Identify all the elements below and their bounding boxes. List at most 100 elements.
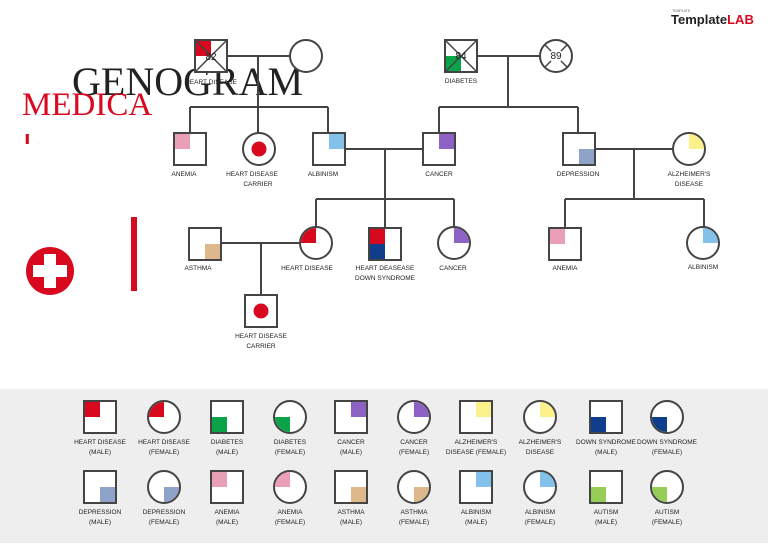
- legend-label: (MALE): [216, 449, 238, 456]
- svg-text:CARRIER: CARRIER: [246, 343, 276, 350]
- title-medical: MEDICA: [22, 87, 152, 123]
- svg-text:ALZHEIMER'S: ALZHEIMER'S: [668, 171, 711, 178]
- age-89: 89: [550, 51, 562, 62]
- legend-label: (FEMALE): [652, 519, 682, 526]
- legend-label: (FEMALE): [275, 449, 305, 456]
- age-84: 84: [455, 51, 467, 62]
- legend-item-11: DEPRESSION (MALE): [79, 470, 122, 526]
- member-heart-disease-1: HEART DISEASE: [281, 226, 334, 272]
- svg-text:CANCER: CANCER: [425, 171, 453, 178]
- grandmother-1: [289, 39, 323, 73]
- svg-text:ALBINISM: ALBINISM: [688, 264, 718, 271]
- legend-label: ALBINISM: [461, 509, 491, 516]
- legend-label: DISEASE (FEMALE): [446, 449, 506, 456]
- legend-item-9: DOWN SYNDROME (MALE): [576, 400, 637, 456]
- legend-label: DOWN SYNDROME: [637, 439, 698, 446]
- legend-item-13: ANEMIA(MALE): [210, 470, 244, 526]
- legend-item-17: ALBINISM (MALE): [459, 470, 493, 526]
- svg-text:CARRIER: CARRIER: [243, 181, 273, 188]
- legend-label: (FEMALE): [149, 449, 179, 456]
- age-82: 82: [205, 52, 217, 63]
- svg-text:CANCER: CANCER: [439, 265, 467, 272]
- member-anemia-1: ANEMIA: [172, 132, 207, 178]
- legend-item-1: HEART DISEASE (MALE): [74, 400, 127, 456]
- label-diabetes-gp: DIABETES: [445, 78, 478, 85]
- grandfather-heart-disease: 82 HEART DISEASE: [185, 39, 238, 86]
- legend-item-10: DOWN SYNDROME(FEMALE): [637, 400, 698, 456]
- brand-logo: TEMPLATE TemplateLAB: [671, 9, 754, 27]
- legend-label: (FEMALE): [275, 519, 305, 526]
- legend-label: (FEMALE): [399, 449, 429, 456]
- legend-item-16: ASTHMA(FEMALE): [397, 470, 431, 526]
- member-heart-disease-carrier-2: HEART DISEASE CARRIER: [235, 294, 288, 350]
- accent-bar: [131, 217, 137, 291]
- legend-label: (MALE): [595, 449, 617, 456]
- legend-label: ASTHMA: [400, 509, 428, 516]
- legend-label: (MALE): [340, 519, 362, 526]
- legend-label: HEART DISEASE: [74, 439, 126, 446]
- member-depression-1: DEPRESSION: [557, 132, 600, 178]
- legend-label: (MALE): [216, 519, 238, 526]
- legend-label: (MALE): [465, 519, 487, 526]
- member-heart-disease-down-syndrome: HEART DEASEASE DOWN SYNDROME: [355, 227, 416, 282]
- legend-label: (FEMALE): [149, 519, 179, 526]
- legend-label: DIABETES: [274, 439, 307, 446]
- title-overflow: L: [22, 122, 42, 158]
- legend-label: ANEMIA: [278, 509, 304, 516]
- medical-cross-icon: [26, 247, 74, 295]
- legend-item-5: CANCER (MALE): [334, 400, 368, 456]
- legend-item-14: ANEMIA (FEMALE): [273, 470, 307, 526]
- svg-text:DOWN SYNDROME: DOWN SYNDROME: [355, 275, 416, 282]
- legend-item-15: ASTHMA(MALE): [334, 470, 368, 526]
- svg-text:ASTHMA: ASTHMA: [184, 265, 212, 272]
- svg-text:HEART DISEASE: HEART DISEASE: [281, 265, 333, 272]
- label-heart-disease-gp: HEART DISEASE: [185, 79, 237, 86]
- legend-item-6: CANCER (FEMALE): [397, 400, 431, 456]
- svg-text:HEART DEASEASE: HEART DEASEASE: [356, 265, 415, 272]
- member-albinism-1: ALBINISM: [308, 132, 346, 178]
- legend-label: DISEASE: [526, 449, 555, 456]
- legend-item-8: ALZHEIMER'S DISEASE: [519, 400, 562, 456]
- legend-label: HEART DISEASE: [138, 439, 190, 446]
- legend-label: DOWN SYNDROME: [576, 439, 637, 446]
- legend-label: ALZHEIMER'S: [455, 439, 498, 446]
- svg-text:DISEASE: DISEASE: [675, 181, 704, 188]
- svg-text:HEART DISEASE: HEART DISEASE: [226, 171, 278, 178]
- svg-text:ANEMIA: ANEMIA: [553, 265, 579, 272]
- svg-text:DEPRESSION: DEPRESSION: [557, 171, 600, 178]
- member-alzheimers-1: ALZHEIMER'S DISEASE: [668, 132, 711, 188]
- legend-label: (MALE): [89, 519, 111, 526]
- legend-label: DIABETES: [211, 439, 244, 446]
- legend-label: ALZHEIMER'S: [519, 439, 562, 446]
- member-asthma-1: ASTHMA: [184, 227, 222, 272]
- legend-label: (MALE): [595, 519, 617, 526]
- legend-item-4: DIABETES (FEMALE): [273, 400, 307, 456]
- legend-label: (FEMALE): [525, 519, 555, 526]
- legend-label: ALBINISM: [525, 509, 555, 516]
- legend-item-18: ALBINISM (FEMALE): [523, 470, 557, 526]
- legend-item-20: AUTISM (FEMALE): [650, 470, 684, 526]
- legend-item-19: AUTISM (MALE): [589, 470, 623, 526]
- brand-name: TemplateLAB: [671, 12, 754, 27]
- family-lines: [189, 55, 705, 295]
- legend-label: (MALE): [340, 449, 362, 456]
- legend-item-3: DIABETES (MALE): [210, 400, 244, 456]
- legend-item-12: DEPRESSION(FEMALE): [143, 470, 186, 526]
- legend-panel: [0, 389, 768, 543]
- legend-label: (MALE): [89, 449, 111, 456]
- grandmother-2: 89: [539, 39, 573, 73]
- legend-label: AUTISM: [655, 509, 680, 516]
- legend-label: AUTISM: [594, 509, 619, 516]
- brand-small: TEMPLATE: [672, 9, 691, 13]
- legend-label: DEPRESSION: [79, 509, 122, 516]
- legend-item-7: ALZHEIMER'S DISEASE (FEMALE): [446, 400, 506, 456]
- svg-text:ANEMIA: ANEMIA: [172, 171, 198, 178]
- legend-label: CANCER: [337, 439, 365, 446]
- grandfather-diabetes: 84 DIABETES: [444, 39, 478, 85]
- member-heart-disease-carrier-1: HEART DISEASE CARRIER: [226, 132, 279, 188]
- legend-label: CANCER: [400, 439, 428, 446]
- member-cancer-1: CANCER: [422, 132, 456, 178]
- legend: HEART DISEASE (MALE) HEART DISEASE (FEMALE)…: [74, 400, 698, 526]
- svg-text:ALBINISM: ALBINISM: [308, 171, 338, 178]
